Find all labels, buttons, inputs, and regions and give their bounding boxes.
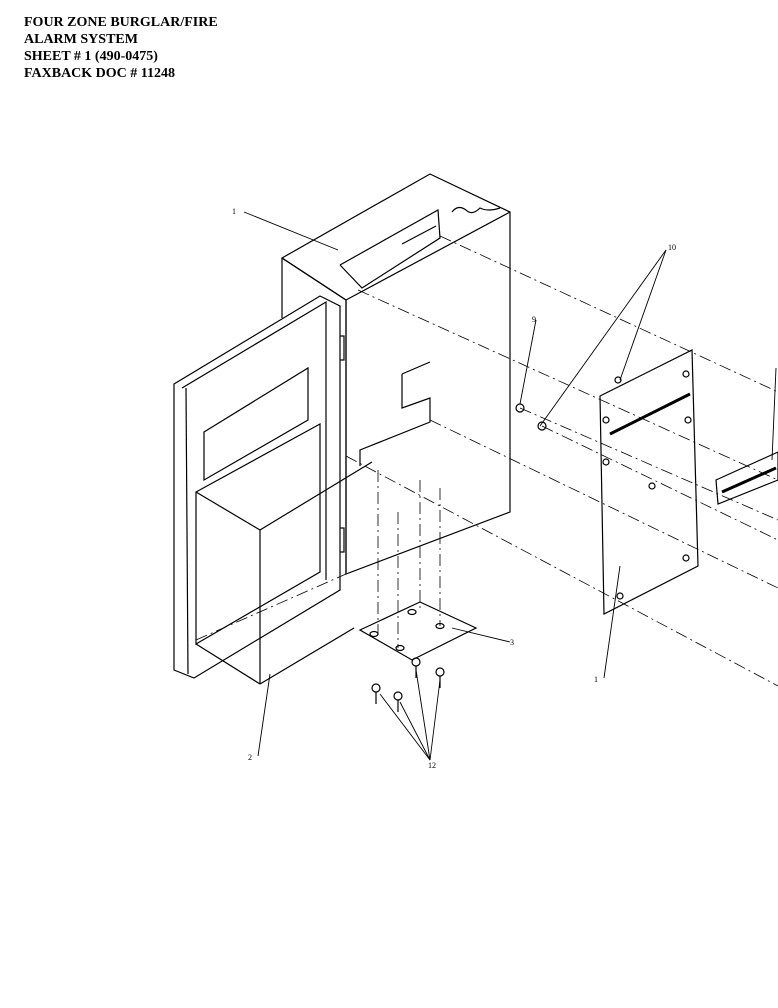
enclosure-box bbox=[280, 173, 511, 575]
faxback-doc-number: FAXBACK DOC # 11248 bbox=[24, 66, 176, 81]
callout-3-plate: 3 bbox=[510, 638, 514, 647]
circuit-board bbox=[599, 349, 699, 615]
assembly-guide-lines bbox=[195, 235, 778, 687]
callout-1-enclosure: 1 bbox=[232, 207, 236, 216]
callout-9-standoff: 9 bbox=[532, 315, 536, 324]
terminal-strip bbox=[715, 451, 778, 505]
leader-lines bbox=[243, 211, 777, 761]
screw-icon bbox=[435, 667, 445, 688]
title-line-2: ALARM SYSTEM bbox=[24, 32, 138, 47]
door-assembly bbox=[173, 295, 373, 685]
callout-12-screws: 12 bbox=[428, 761, 436, 770]
screw-icon bbox=[393, 691, 403, 712]
callout-10-screws: 10 bbox=[668, 243, 676, 252]
screw-icon bbox=[371, 683, 381, 704]
title-line-1: FOUR ZONE BURGLAR/FIRE bbox=[24, 15, 218, 30]
callout-2-door: 2 bbox=[248, 753, 252, 762]
screw-group bbox=[371, 657, 445, 712]
sheet-number: SHEET # 1 (490-0475) bbox=[24, 49, 158, 64]
document-title: FOUR ZONE BURGLAR/FIRE ALARM SYSTEM SHEE… bbox=[24, 14, 218, 82]
screw-icon bbox=[411, 657, 421, 678]
callout-1-board: 1 bbox=[594, 675, 598, 684]
mounting-plate bbox=[358, 601, 478, 661]
